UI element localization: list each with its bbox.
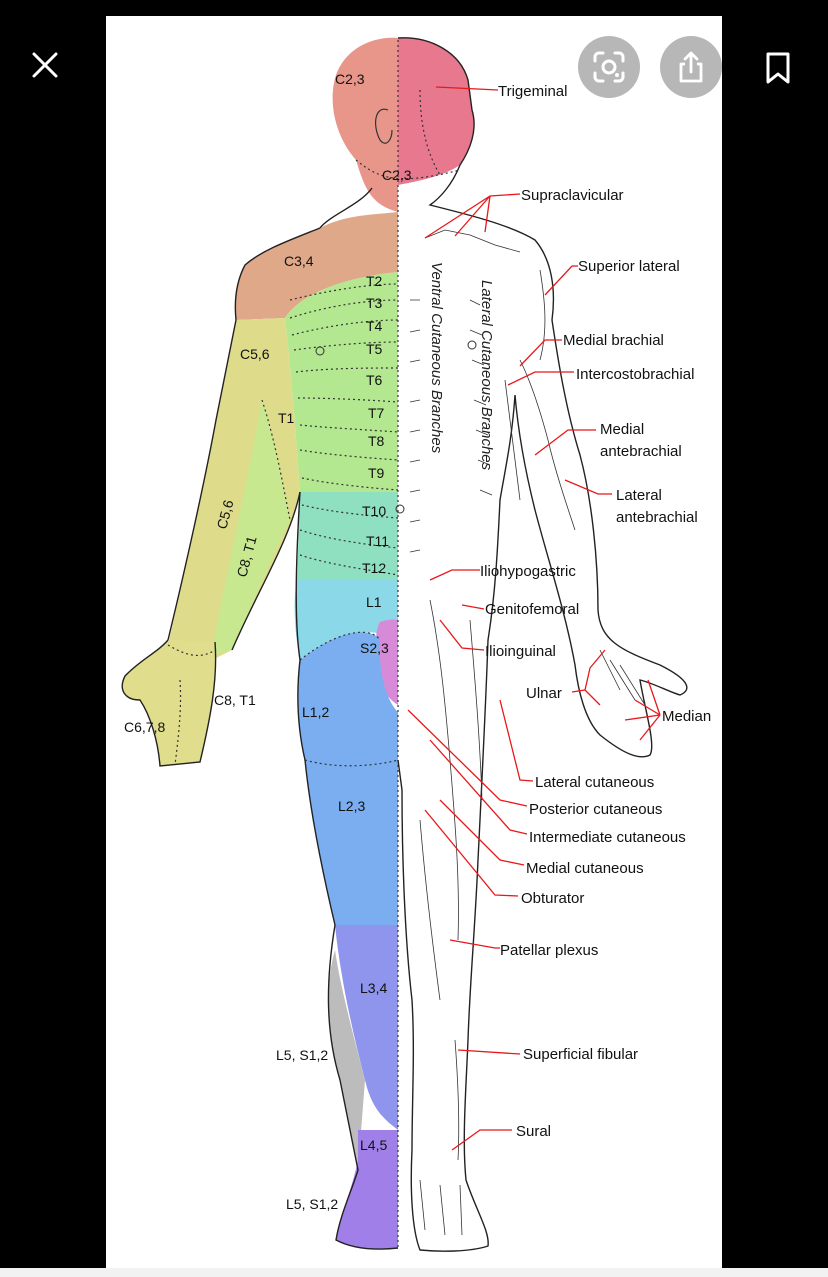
label-lateral-cutaneous: Lateral cutaneous xyxy=(535,774,654,791)
label-t7: T7 xyxy=(368,405,385,421)
label-iliohypogastric: Iliohypogastric xyxy=(480,563,576,580)
face-region xyxy=(398,37,475,185)
lateral-branches-label: Lateral Cutaneous Branches xyxy=(478,280,495,471)
label-medial-antebrachial-2: antebrachial xyxy=(600,443,682,460)
label-superficial-fibular: Superficial fibular xyxy=(523,1046,638,1063)
label-intermediate-cutaneous: Intermediate cutaneous xyxy=(529,829,686,846)
leg-region xyxy=(335,925,398,1130)
bottom-bar xyxy=(0,1268,828,1277)
label-intercostobrachial: Intercostobrachial xyxy=(576,366,694,383)
label-t10: T10 xyxy=(362,503,386,519)
label-t6: T6 xyxy=(366,372,383,388)
label-c56-arm: C5,6 xyxy=(240,346,270,362)
label-lateral-antebrachial-1: Lateral xyxy=(616,487,662,504)
label-supraclavicular: Supraclavicular xyxy=(521,187,624,204)
foot-region xyxy=(336,1130,398,1250)
label-l45: L4,5 xyxy=(360,1137,387,1153)
label-t8: T8 xyxy=(368,433,385,449)
label-superior-lateral: Superior lateral xyxy=(578,258,680,275)
label-t12: T12 xyxy=(362,560,386,576)
label-median: Median xyxy=(662,708,711,725)
label-ilioinguinal: Ilioinguinal xyxy=(485,643,556,660)
label-medial-cutaneous: Medial cutaneous xyxy=(526,860,644,877)
head-region xyxy=(332,37,398,192)
label-c678: C6,7,8 xyxy=(124,719,165,735)
label-l23: L2,3 xyxy=(338,798,365,814)
lens-search-button[interactable] xyxy=(578,36,640,98)
label-lateral-antebrachial-2: antebrachial xyxy=(616,509,698,526)
label-c56-forearm: C5,6 xyxy=(213,498,236,531)
medial-arm-region xyxy=(212,400,290,655)
label-s23: S2,3 xyxy=(360,640,389,656)
label-l1: L1 xyxy=(366,594,382,610)
label-t9: T9 xyxy=(368,465,385,481)
label-genitofemoral: Genitofemoral xyxy=(485,601,579,618)
shoulder-region xyxy=(235,212,398,320)
label-l34: L3,4 xyxy=(360,980,387,996)
label-trigeminal: Trigeminal xyxy=(498,83,567,100)
lens-icon xyxy=(593,51,625,83)
lateral-leg-region xyxy=(328,950,365,1170)
label-c34: C3,4 xyxy=(284,253,314,269)
label-t2: T2 xyxy=(366,273,383,289)
label-l12: L1,2 xyxy=(302,704,329,720)
neck-region xyxy=(356,160,398,212)
label-l5s12-lower: L5, S1,2 xyxy=(286,1196,338,1212)
label-medial-antebrachial-1: Medial xyxy=(600,421,644,438)
share-button[interactable] xyxy=(660,36,722,98)
label-posterior-cutaneous: Posterior cutaneous xyxy=(529,801,662,818)
label-t1: T1 xyxy=(278,410,295,426)
label-sural: Sural xyxy=(516,1123,551,1140)
bookmark-button[interactable] xyxy=(750,40,806,96)
label-c8t1-hand: C8, T1 xyxy=(214,692,256,708)
thigh-upper-region xyxy=(297,632,398,760)
label-l5s12-upper: L5, S1,2 xyxy=(276,1047,328,1063)
thoracic-region xyxy=(285,272,398,492)
label-medial-brachial: Medial brachial xyxy=(563,332,664,349)
label-t11: T11 xyxy=(366,533,389,549)
label-t4: T4 xyxy=(366,318,383,334)
label-t5: T5 xyxy=(366,341,383,357)
label-obturator: Obturator xyxy=(521,890,584,907)
label-c23-neck: C2,3 xyxy=(382,167,412,183)
ventral-branches-label: Ventral Cutaneous Branches xyxy=(428,262,445,454)
close-button[interactable] xyxy=(18,38,72,92)
label-patellar-plexus: Patellar plexus xyxy=(500,942,598,959)
label-c23-head: C2,3 xyxy=(335,71,365,87)
thigh-lower-region xyxy=(305,760,398,925)
bookmark-icon xyxy=(766,52,790,84)
arm-region xyxy=(168,318,300,660)
share-icon xyxy=(679,51,703,83)
label-ulnar: Ulnar xyxy=(526,685,562,702)
hip-region xyxy=(294,580,398,660)
close-icon xyxy=(32,52,58,78)
label-t3: T3 xyxy=(366,295,383,311)
hand-region xyxy=(122,640,216,766)
abdomen-region xyxy=(297,492,398,580)
dermatome-diagram: Ventral Cutaneous Branches Lateral Cutan… xyxy=(106,16,722,1268)
